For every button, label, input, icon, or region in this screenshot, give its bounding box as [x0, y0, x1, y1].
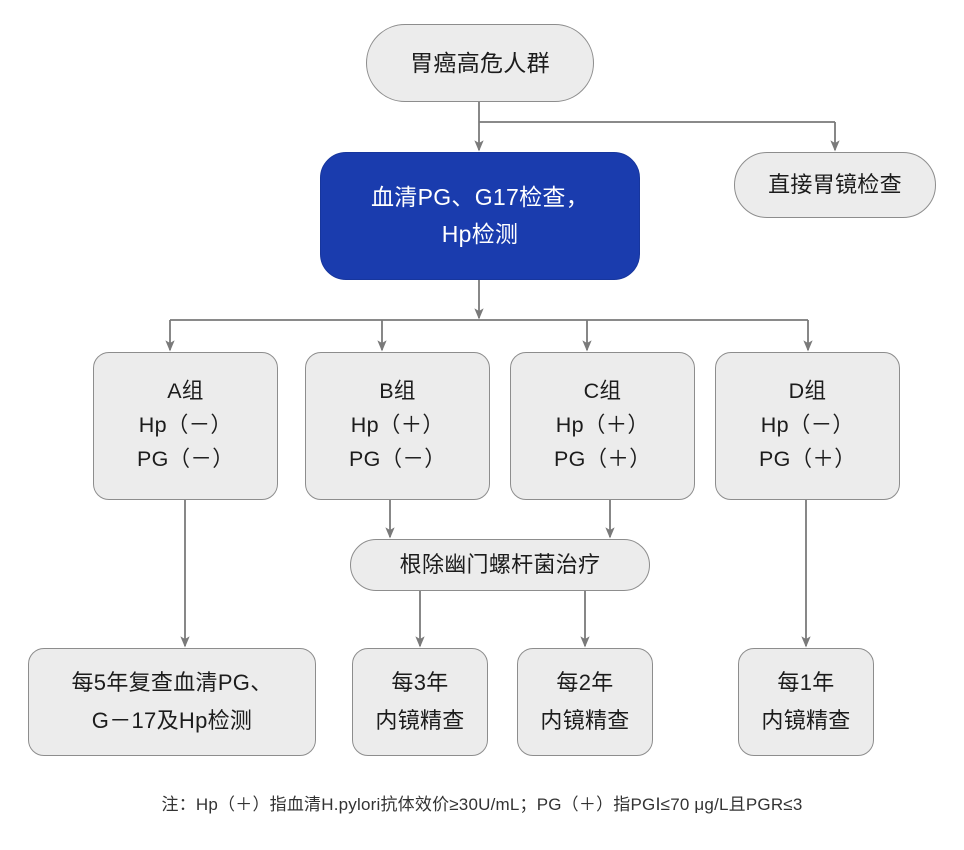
node-direct-endoscopy-label: 直接胃镜检查: [768, 172, 902, 198]
node-group-b-hp: Hp（＋）: [350, 413, 445, 438]
node-group-a-hp: Hp（－）: [138, 413, 233, 438]
node-group-a-title: A组: [167, 379, 204, 404]
node-serum-test-line1: 血清PG、G17检查，: [370, 183, 589, 210]
node-followup-d-line2: 内镜精查: [761, 708, 851, 733]
node-followup-every-1-year[interactable]: 每1年 内镜精查: [738, 648, 874, 756]
node-followup-every-5-years[interactable]: 每5年复查血清PG、 G－17及Hp检测: [28, 648, 316, 756]
node-followup-b-line2: 内镜精查: [375, 708, 465, 733]
node-followup-every-3-years[interactable]: 每3年 内镜精查: [352, 648, 488, 756]
node-group-a-pg: PG（－）: [136, 446, 235, 471]
node-group-b[interactable]: B组 Hp（＋） PG（－）: [305, 352, 490, 500]
node-followup-d-line1: 每1年: [777, 670, 835, 696]
node-direct-endoscopy[interactable]: 直接胃镜检查: [734, 152, 936, 218]
node-followup-c-line2: 内镜精查: [540, 708, 630, 733]
node-group-c-title: C组: [583, 379, 622, 404]
node-group-b-pg: PG（－）: [348, 446, 447, 471]
node-followup-every-2-years[interactable]: 每2年 内镜精查: [517, 648, 653, 756]
node-group-d-hp: Hp（－）: [760, 413, 855, 438]
node-serum-pg-g17-hp-test[interactable]: 血清PG、G17检查， Hp检测: [320, 152, 640, 280]
node-group-c[interactable]: C组 Hp（＋） PG（＋）: [510, 352, 695, 500]
node-hp-eradication-therapy[interactable]: 根除幽门螺杆菌治疗: [350, 539, 650, 591]
node-group-d-pg: PG（＋）: [758, 446, 857, 471]
node-group-d[interactable]: D组 Hp（－） PG（＋）: [715, 352, 900, 500]
node-followup-a-line2: G－17及Hp检测: [91, 708, 253, 733]
node-group-d-title: D组: [788, 379, 827, 404]
node-group-c-hp: Hp（＋）: [555, 413, 650, 438]
node-group-c-pg: PG（＋）: [553, 446, 652, 471]
node-group-b-title: B组: [379, 379, 416, 404]
node-followup-b-line1: 每3年: [391, 670, 449, 696]
diagram-footnote: 注：Hp（＋）指血清H.pylori抗体效价≥30U/mL；PG（＋）指PGⅠ≤…: [161, 795, 803, 814]
node-group-a[interactable]: A组 Hp（－） PG（－）: [93, 352, 278, 500]
node-eradication-label: 根除幽门螺杆菌治疗: [399, 552, 601, 578]
node-followup-c-line1: 每2年: [556, 670, 614, 696]
node-followup-a-line1: 每5年复查血清PG、: [71, 670, 273, 696]
node-high-risk-population[interactable]: 胃癌高危人群: [366, 24, 594, 102]
node-root-label: 胃癌高危人群: [410, 49, 550, 76]
node-serum-test-line2: Hp检测: [441, 221, 519, 247]
